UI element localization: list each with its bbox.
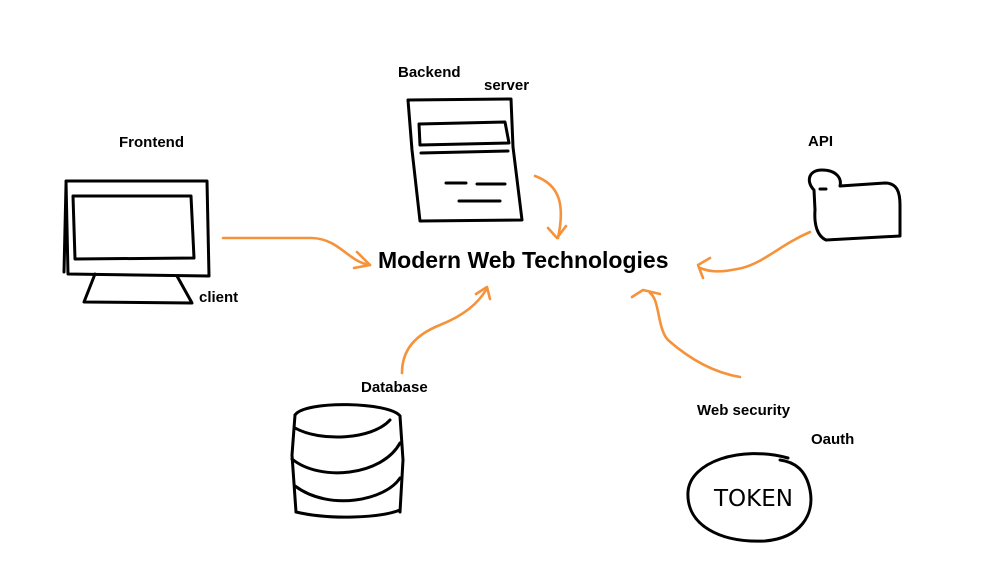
diagram-title: Modern Web Technologies (378, 247, 669, 273)
api-node: API (807, 133, 902, 242)
database-label: Database (361, 379, 428, 396)
token-text: TOKEN (713, 486, 793, 512)
database-node: Database (290, 379, 428, 519)
database-icon (290, 403, 405, 519)
security-label: Web security (697, 402, 791, 419)
api-label: API (808, 133, 833, 150)
arrow-frontend (221, 236, 372, 270)
backend-node: Backend server (398, 64, 529, 223)
puzzle-icon (807, 168, 902, 242)
backend-sublabel: server (484, 77, 529, 94)
arrow-api (696, 230, 812, 280)
frontend-sublabel: client (199, 289, 238, 306)
monitor-icon (62, 179, 211, 305)
frontend-node: Frontend client (62, 134, 238, 306)
token-icon: TOKEN (686, 452, 813, 543)
security-node: Web security Oauth TOKEN (686, 402, 854, 543)
arrow-database (400, 285, 492, 375)
frontend-label: Frontend (119, 134, 184, 151)
arrows (221, 174, 812, 379)
server-icon (406, 97, 524, 223)
arrow-security (630, 288, 742, 379)
arrow-backend (533, 174, 568, 240)
backend-label: Backend (398, 64, 461, 81)
security-sublabel: Oauth (811, 431, 854, 448)
